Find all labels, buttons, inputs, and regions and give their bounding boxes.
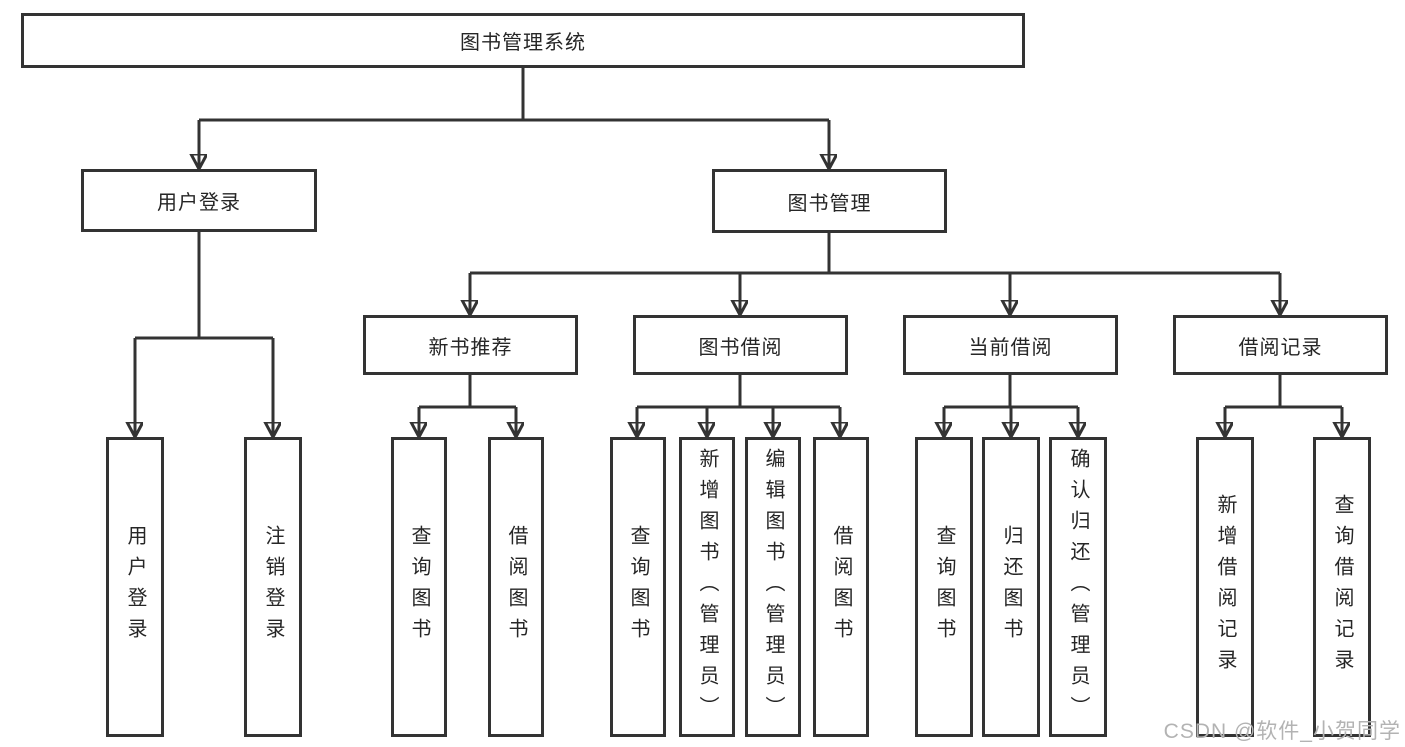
leaf-query-books-recommend: 查询图书 (391, 437, 447, 737)
leaf-query-books-borrow: 查询图书 (610, 437, 666, 737)
leaf-query-borrow-record: 查询借阅记录 (1313, 437, 1371, 737)
node-book-borrow: 图书借阅 (633, 315, 848, 375)
leaf-borrow-books-recommend: 借阅图书 (488, 437, 544, 737)
leaf-confirm-return-admin: 确认归还（管理员） (1049, 437, 1107, 737)
node-user-login: 用户登录 (81, 169, 317, 232)
watermark: CSDN @软件_小贺同学 (1163, 720, 1401, 743)
node-borrow-records: 借阅记录 (1173, 315, 1388, 375)
leaf-add-book-admin: 新增图书（管理员） (679, 437, 735, 737)
leaf-borrow-books: 借阅图书 (813, 437, 869, 737)
leaf-return-books: 归还图书 (982, 437, 1040, 737)
leaf-query-books-current: 查询图书 (915, 437, 973, 737)
node-book-management: 图书管理 (712, 169, 947, 233)
leaf-logout: 注销登录 (244, 437, 302, 737)
leaf-add-borrow-record: 新增借阅记录 (1196, 437, 1254, 737)
leaf-edit-book-admin: 编辑图书（管理员） (745, 437, 801, 737)
node-current-borrow: 当前借阅 (903, 315, 1118, 375)
node-root: 图书管理系统 (21, 13, 1025, 68)
node-new-book-recommend: 新书推荐 (363, 315, 578, 375)
leaf-user-login: 用户登录 (106, 437, 164, 737)
